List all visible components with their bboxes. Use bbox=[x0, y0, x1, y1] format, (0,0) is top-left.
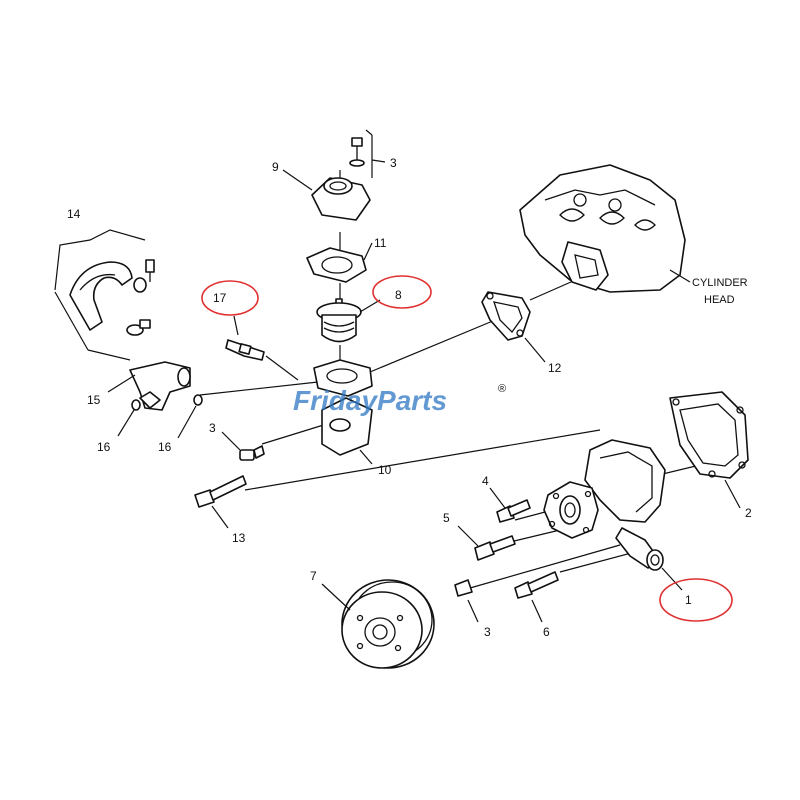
cylinder-head bbox=[519, 164, 691, 293]
gasket-11 bbox=[306, 242, 373, 283]
part-label-12: 12 bbox=[548, 361, 562, 375]
part-label-1: 1 bbox=[685, 593, 692, 607]
watermark-registered-mark: ® bbox=[498, 383, 506, 395]
svg-text:FridayParts: FridayParts bbox=[293, 385, 447, 416]
outlet-9 bbox=[282, 169, 371, 221]
part-label-17: 17 bbox=[213, 291, 227, 305]
water-pump-1 bbox=[543, 439, 683, 591]
bolt-3-left bbox=[221, 431, 265, 461]
gasket-2 bbox=[669, 391, 749, 509]
part-label-7: 7 bbox=[310, 569, 317, 583]
part-label-9: 9 bbox=[272, 160, 279, 174]
part-label-3-right: 3 bbox=[484, 625, 491, 639]
gasket-12 bbox=[481, 291, 546, 363]
watermark-text-friday: Friday bbox=[293, 385, 378, 416]
part-label-16-right: 16 bbox=[158, 440, 172, 454]
alignment-line-gasket12 bbox=[369, 317, 501, 373]
bolt-3-right bbox=[454, 579, 479, 623]
bolt-6 bbox=[514, 571, 559, 623]
orings-16 bbox=[117, 394, 203, 439]
alignment-line-hose bbox=[199, 381, 319, 396]
part-label-8: 8 bbox=[395, 288, 402, 302]
sender-17 bbox=[225, 315, 299, 381]
part-label-16-left: 16 bbox=[97, 440, 111, 454]
part-label-11: 11 bbox=[374, 236, 387, 250]
alignment-lines bbox=[199, 170, 701, 589]
part-label-3-left: 3 bbox=[209, 421, 216, 435]
cylinder-head-label-line2: HEAD bbox=[704, 294, 735, 306]
housing-10 bbox=[313, 359, 373, 465]
part-label-13: 13 bbox=[232, 531, 246, 545]
highlight-ring-8 bbox=[372, 275, 432, 309]
part-label-10: 10 bbox=[378, 463, 392, 477]
thermostat-8 bbox=[316, 298, 381, 343]
highlight-ring-1 bbox=[659, 578, 733, 622]
bolt-13 bbox=[194, 475, 247, 529]
cylinder-head-label-line1: CYLINDER bbox=[692, 277, 748, 289]
bolt-5 bbox=[457, 525, 516, 561]
watermark-text-parts: Parts bbox=[377, 385, 447, 416]
watermark-logo: FridayParts ® bbox=[293, 383, 506, 416]
highlight-ring-17 bbox=[201, 280, 259, 316]
part-label-2: 2 bbox=[745, 506, 752, 520]
part-label-6: 6 bbox=[543, 625, 550, 639]
bolt-3-top bbox=[349, 129, 386, 178]
alignment-line-bolt5 bbox=[509, 529, 561, 543]
pulley-7 bbox=[321, 579, 435, 669]
hose-14 bbox=[54, 229, 155, 361]
alignment-line-bolt13 bbox=[244, 429, 601, 491]
pipe-15 bbox=[107, 361, 191, 411]
part-label-3-top: 3 bbox=[390, 156, 397, 170]
part-label-15: 15 bbox=[87, 393, 101, 407]
part-label-14: 14 bbox=[67, 207, 81, 221]
bolt-4 bbox=[489, 487, 531, 523]
alignment-line-bolt3 bbox=[261, 422, 331, 445]
alignment-line-bolt3b bbox=[469, 544, 621, 589]
part-label-5: 5 bbox=[443, 511, 450, 525]
part-label-4: 4 bbox=[482, 474, 489, 488]
